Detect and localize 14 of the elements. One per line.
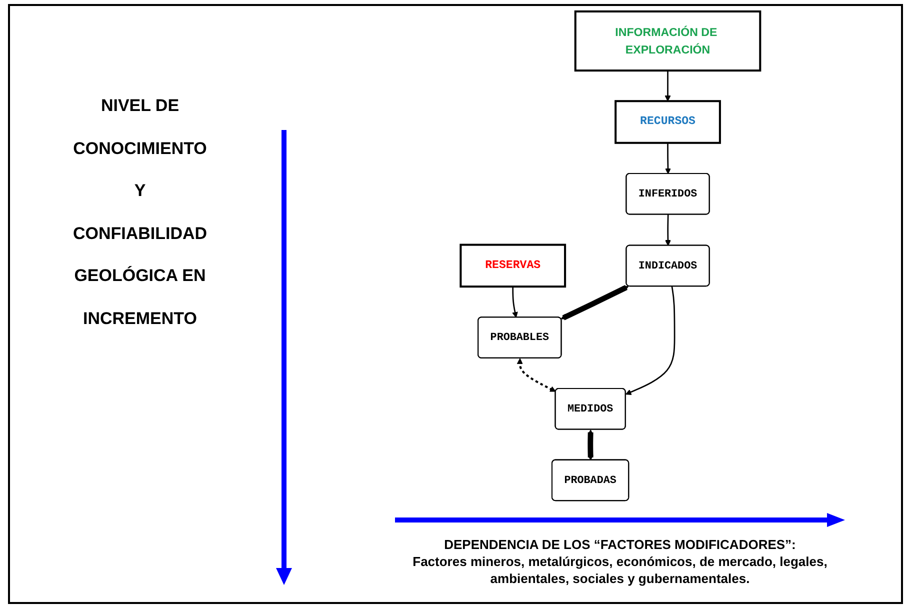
- node-box: INFORMACIÓN DE EXPLORACIÓN: [574, 10, 761, 72]
- arrow: [625, 286, 675, 395]
- arrow: [664, 70, 670, 102]
- arrow: [512, 286, 518, 318]
- node-box: RESERVAS: [459, 244, 566, 288]
- arrow: [560, 284, 628, 320]
- arrow: [587, 430, 594, 460]
- axis-caption: NIVEL DE CONOCIMIENTO Y CONFIABILIDAD GEOLÓGICA EN INCREMENTO: [72, 95, 208, 330]
- arrow: [516, 358, 556, 392]
- node-box: RECURSOS: [614, 100, 721, 144]
- arrow: [664, 142, 671, 174]
- arrow: [664, 214, 671, 246]
- note-text: Factores mineros, metalúrgicos, económicos, de mercado, legales, ambientales, sociales y gubernamentales.: [412, 553, 828, 587]
- note-heading: DEPENDENCIA DE LOS “FACTORES MODIFICADORES”:: [443, 536, 797, 553]
